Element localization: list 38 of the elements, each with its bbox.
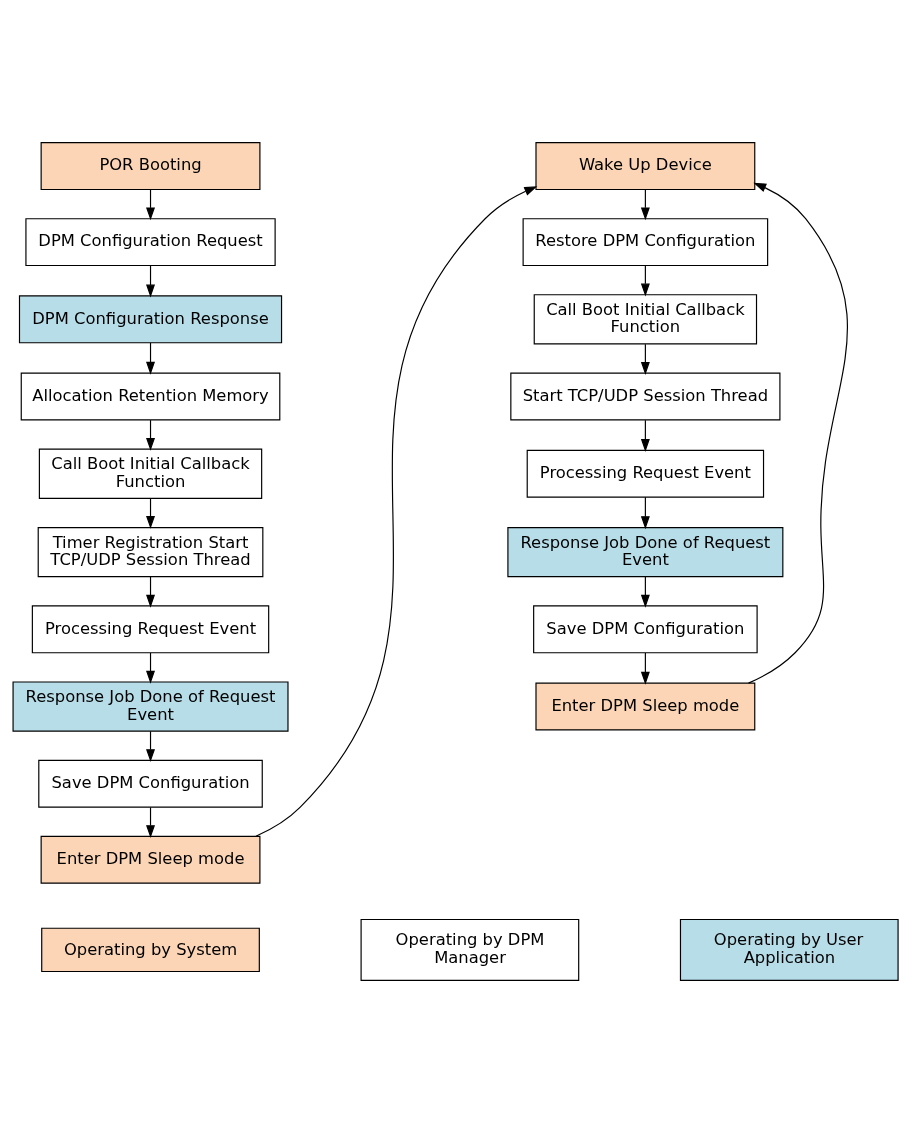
arrow [146, 806, 156, 838]
arrow [747, 182, 848, 684]
node-box: Wake Up Device [535, 141, 756, 190]
node-box: Processing Request Event [526, 449, 765, 498]
arrow [146, 419, 156, 451]
node-box: POR Booting [40, 141, 261, 190]
arrow [146, 651, 156, 684]
node-box: Enter DPM Sleep mode [40, 835, 261, 884]
node-box: Save DPM Configuration [38, 759, 263, 808]
arrow [640, 575, 650, 608]
arrow [146, 264, 156, 297]
arrow [640, 343, 650, 375]
arrow [146, 575, 156, 608]
arrow [146, 188, 156, 220]
arrow [146, 730, 156, 762]
node-box: Start TCP/UDP Session Thread [510, 372, 781, 421]
arrow [255, 185, 538, 837]
arrow [640, 264, 650, 296]
legend-label: Operating by User Application [713, 929, 864, 967]
node-box: Response Job Done of Request Event [507, 526, 784, 577]
arrow [640, 651, 650, 685]
node-box: DPM Configuration Response [18, 294, 283, 343]
legend-label: Operating by System [63, 939, 238, 959]
node-box: Response Job Done of Request Event [12, 680, 289, 732]
node-box: Call Boot Initial Callback Function [533, 293, 758, 344]
node-box: Allocation Retention Memory [20, 372, 281, 421]
node-box: Save DPM Configuration [533, 604, 758, 653]
node-box: DPM Configuration Request [25, 217, 276, 266]
legend-label: Operating by DPM Manager [395, 929, 545, 967]
node-box: Timer Registration Start TCP/UDP Session Thread [37, 526, 264, 577]
arrow [640, 419, 650, 452]
node-box: Call Boot Initial Callback Function [38, 448, 263, 499]
arrow [640, 496, 650, 529]
node-box: Restore DPM Configuration [522, 217, 769, 266]
node-box: Enter DPM Sleep mode [535, 682, 756, 731]
arrow [640, 188, 650, 220]
node-box: Processing Request Event [31, 604, 270, 653]
arrow [146, 341, 156, 375]
